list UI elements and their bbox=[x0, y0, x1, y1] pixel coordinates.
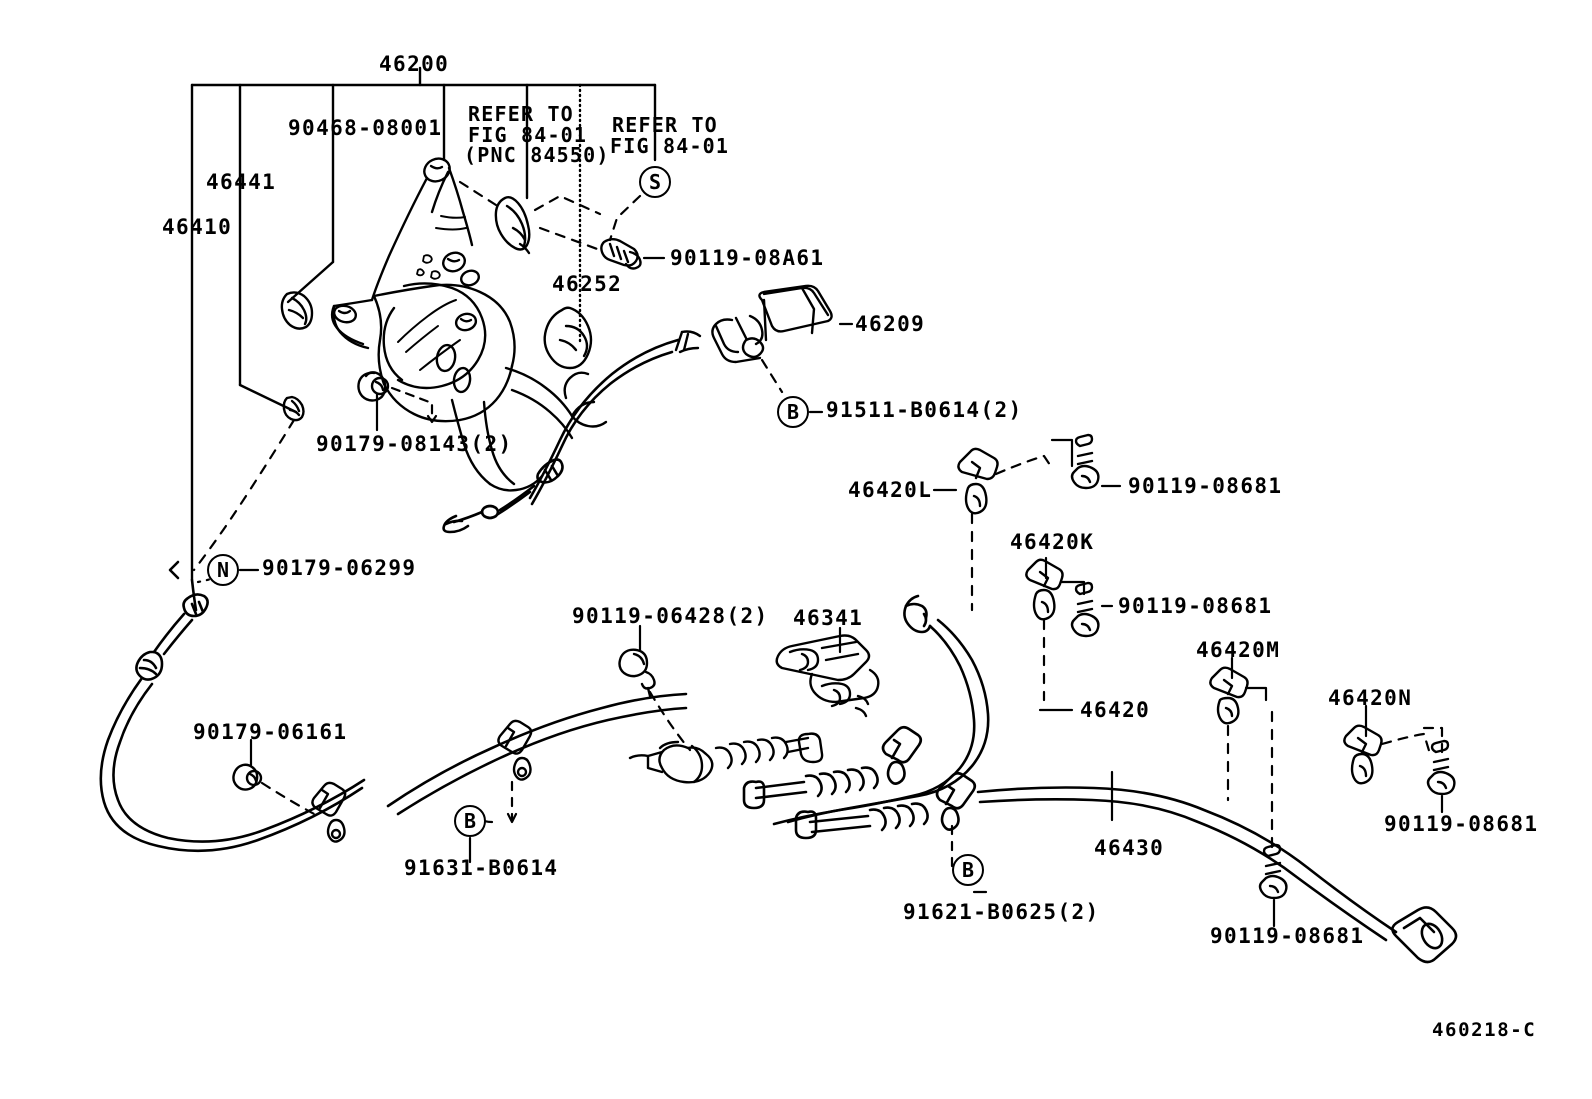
callout-badge-s[interactable]: S bbox=[639, 166, 671, 198]
nut-90179-06161-drawing bbox=[232, 763, 263, 791]
adjuster-barrel-drawing bbox=[628, 732, 824, 784]
label-90119-08681-top: 90119-08681 bbox=[1128, 474, 1283, 498]
nut-90179-08143-drawing bbox=[357, 371, 390, 402]
bracket-46200 bbox=[190, 66, 657, 582]
label-90468-08001: 90468-08001 bbox=[288, 116, 443, 140]
callout-badge-n[interactable]: N bbox=[207, 554, 239, 586]
label-90179-08143: 90179-08143(2) bbox=[316, 432, 513, 456]
label-refer-fig8401-line2: FIG 84-01 bbox=[610, 134, 730, 158]
clip-90468-drawing bbox=[280, 291, 314, 330]
label-91631-B0614: 91631-B0614 bbox=[404, 856, 559, 880]
bolt-90119-08681-top-drawing bbox=[1070, 433, 1100, 490]
callout-badge-b-91631[interactable]: B bbox=[454, 805, 486, 837]
label-46341: 46341 bbox=[793, 606, 864, 630]
label-90119-08681-second: 90119-08681 bbox=[1118, 594, 1273, 618]
label-91511-B0614: 91511-B0614(2) bbox=[826, 398, 1023, 422]
label-46420K: 46420K bbox=[1010, 530, 1095, 554]
cable-46410-drawing bbox=[442, 338, 680, 534]
clamp-46441-drawing bbox=[282, 395, 305, 422]
callout-badge-b-91511[interactable]: B bbox=[777, 396, 809, 428]
label-46200: 46200 bbox=[379, 52, 450, 76]
label-46252: 46252 bbox=[552, 272, 623, 296]
label-46420: 46420 bbox=[1080, 698, 1151, 722]
bolt-90119-08681-second-drawing bbox=[1070, 581, 1100, 638]
pedal-bracket-drawing bbox=[330, 157, 608, 492]
label-90179-06299: 90179-06299 bbox=[262, 556, 417, 580]
label-90119-08681-right: 90119-08681 bbox=[1384, 812, 1539, 836]
handle-46209-drawing bbox=[674, 284, 833, 364]
clamp-46420L-drawing bbox=[957, 447, 999, 515]
cable-clip-left-drawing bbox=[311, 781, 347, 843]
cable-clip-b1-drawing bbox=[497, 719, 533, 781]
cable-46430-drawing bbox=[794, 771, 1458, 964]
label-46209: 46209 bbox=[855, 312, 926, 336]
bolt-90119-08681-bottom-drawing bbox=[1258, 843, 1288, 900]
callout-badge-b-91621[interactable]: B bbox=[952, 854, 984, 886]
fig8401-part-drawing bbox=[494, 195, 531, 255]
equalizer-46341-drawing bbox=[775, 634, 880, 718]
label-46420N: 46420N bbox=[1328, 686, 1413, 710]
label-refer-fig8401-line1: REFER TO bbox=[612, 113, 718, 137]
label-91621-B0625: 91621-B0625(2) bbox=[903, 900, 1100, 924]
label-46441: 46441 bbox=[206, 170, 277, 194]
cable-46420-drawing bbox=[742, 594, 990, 826]
clamp-46420K-drawing bbox=[1025, 558, 1064, 621]
cable-mid-run-drawing bbox=[386, 692, 688, 816]
clamp-46420M-drawing bbox=[1209, 666, 1249, 725]
figure-code: 460218-C bbox=[1432, 1019, 1537, 1041]
pedal-pad-46252-drawing bbox=[543, 306, 593, 370]
label-refer-fig8401-pnc-line3: (PNC 84550) bbox=[464, 143, 610, 167]
label-46430: 46430 bbox=[1094, 836, 1165, 860]
label-refer-fig8401-pnc-line2: FIG 84-01 bbox=[468, 123, 588, 147]
label-90119-08A61: 90119-08A61 bbox=[670, 246, 825, 270]
bolt-90119-08681-right-drawing bbox=[1426, 739, 1456, 796]
label-refer-fig8401-pnc-line1: REFER TO bbox=[468, 102, 574, 126]
clamp-46420N-drawing bbox=[1343, 724, 1383, 785]
label-46420L: 46420L bbox=[848, 478, 933, 502]
label-90179-06161: 90179-06161 bbox=[193, 720, 348, 744]
cable-46410-lower-drawing bbox=[99, 560, 366, 853]
label-46410: 46410 bbox=[162, 215, 233, 239]
bolt-90119-08A61-drawing bbox=[600, 238, 642, 270]
label-90119-08681-bottom: 90119-08681 bbox=[1210, 924, 1365, 948]
label-90119-06428: 90119-06428(2) bbox=[572, 604, 769, 628]
label-46420M: 46420M bbox=[1196, 638, 1281, 662]
bolt-90119-06428-drawing bbox=[618, 648, 656, 698]
